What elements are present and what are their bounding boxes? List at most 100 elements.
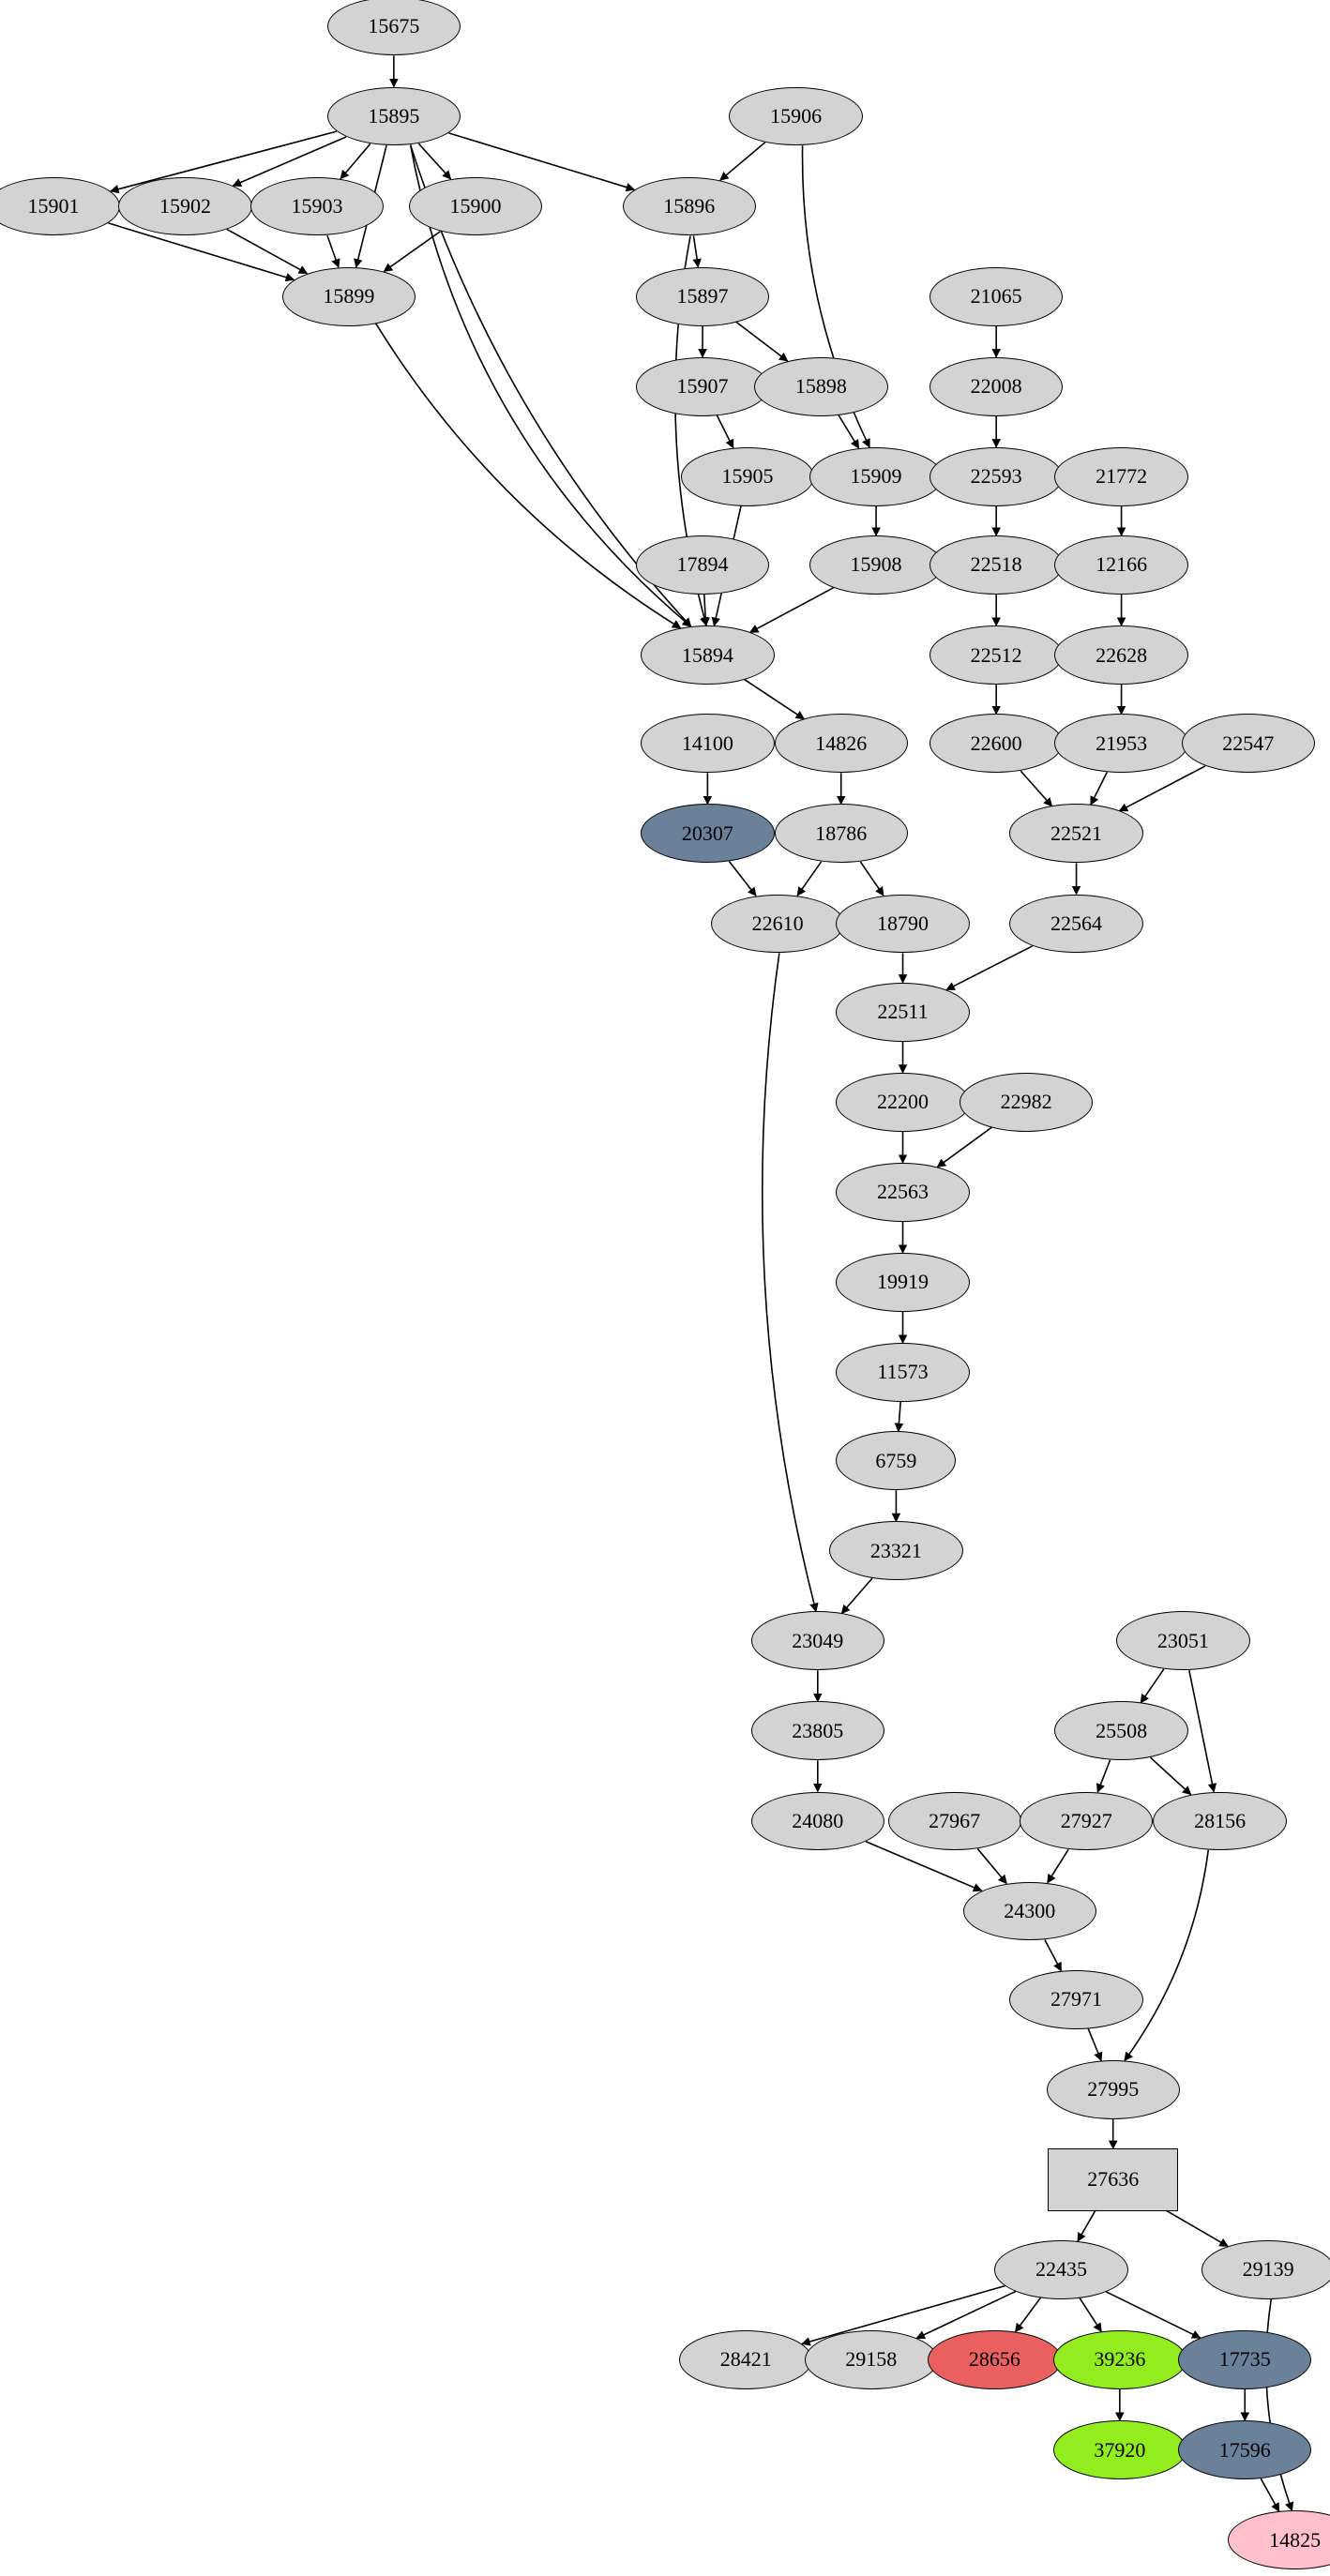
graph-node-22600[interactable]: 22600 [929, 714, 1064, 774]
graph-node-15898[interactable]: 15898 [754, 356, 888, 416]
graph-node-label: 15675 [368, 13, 420, 38]
graph-node-label: 29139 [1242, 2257, 1294, 2282]
graph-edge-25508-to-27927 [1096, 1759, 1111, 1793]
graph-node-label: 15908 [850, 552, 902, 577]
graph-node-17596[interactable]: 17596 [1178, 2420, 1312, 2479]
graph-node-22521[interactable]: 22521 [1009, 804, 1143, 864]
graph-node-27967[interactable]: 27967 [887, 1791, 1021, 1851]
graph-node-15896[interactable]: 15896 [622, 176, 756, 236]
graph-edge-18786-to-18790 [859, 861, 884, 896]
graph-node-15905[interactable]: 15905 [680, 446, 815, 506]
graph-node-22008[interactable]: 22008 [929, 356, 1064, 416]
graph-edge-15907-to-15905 [716, 414, 734, 449]
graph-edge-22435-to-28656 [1014, 2297, 1042, 2333]
graph-node-label: 17596 [1218, 2437, 1271, 2462]
graph-node-18790[interactable]: 18790 [836, 894, 970, 954]
graph-node-15897[interactable]: 15897 [635, 266, 770, 326]
graph-node-29158[interactable]: 29158 [804, 2330, 938, 2389]
graph-node-28156[interactable]: 28156 [1153, 1791, 1287, 1851]
graph-node-label: 22564 [1050, 911, 1103, 935]
graph-node-label: 22600 [970, 731, 1022, 755]
graph-node-label: 17735 [1218, 2347, 1271, 2372]
graph-edge-23051-to-25508 [1140, 1668, 1165, 1704]
graph-node-label: 22982 [1000, 1090, 1052, 1114]
graph-node-label: 19919 [877, 1270, 929, 1294]
graph-node-14100[interactable]: 14100 [641, 714, 775, 774]
graph-node-label: 15899 [323, 284, 375, 309]
graph-node-label: 22547 [1222, 731, 1275, 755]
graph-node-label: 27971 [1050, 1987, 1103, 2011]
graph-node-label: 27995 [1087, 2077, 1140, 2101]
graph-node-27636[interactable]: 27636 [1048, 2148, 1179, 2211]
graph-node-label: 15907 [676, 374, 729, 399]
graph-node-28421[interactable]: 28421 [679, 2330, 813, 2389]
graph-node-label: 22521 [1050, 821, 1103, 845]
graph-node-27995[interactable]: 27995 [1046, 2059, 1180, 2119]
graph-node-23049[interactable]: 23049 [750, 1611, 884, 1671]
graph-node-22512[interactable]: 22512 [929, 625, 1064, 685]
graph-node-14826[interactable]: 14826 [774, 714, 908, 774]
graph-edge-15895-to-15903 [340, 143, 371, 180]
graph-node-15902[interactable]: 15902 [118, 176, 252, 236]
graph-edge-15895-to-15900 [417, 143, 452, 180]
graph-node-22593[interactable]: 22593 [929, 446, 1064, 506]
graph-node-24300[interactable]: 24300 [962, 1881, 1096, 1941]
graph-node-23051[interactable]: 23051 [1116, 1611, 1250, 1671]
graph-node-22628[interactable]: 22628 [1054, 625, 1188, 685]
graph-node-15907[interactable]: 15907 [635, 356, 770, 416]
graph-node-18786[interactable]: 18786 [774, 804, 908, 864]
graph-node-39236[interactable]: 39236 [1052, 2330, 1186, 2389]
graph-node-29139[interactable]: 29139 [1202, 2239, 1330, 2299]
graph-node-22435[interactable]: 22435 [994, 2239, 1128, 2299]
graph-node-22511[interactable]: 22511 [836, 982, 970, 1042]
graph-node-23321[interactable]: 23321 [829, 1521, 963, 1581]
graph-node-15895[interactable]: 15895 [326, 86, 461, 146]
graph-node-12166[interactable]: 12166 [1054, 535, 1188, 595]
graph-node-22518[interactable]: 22518 [929, 535, 1064, 595]
graph-node-19919[interactable]: 19919 [836, 1252, 970, 1312]
graph-node-15900[interactable]: 15900 [408, 176, 543, 236]
graph-node-label: 21065 [970, 284, 1022, 309]
graph-node-24080[interactable]: 24080 [750, 1791, 884, 1851]
graph-node-17735[interactable]: 17735 [1178, 2330, 1312, 2389]
graph-node-22200[interactable]: 22200 [836, 1072, 970, 1132]
graph-node-22563[interactable]: 22563 [836, 1162, 970, 1222]
edges-group [108, 55, 1294, 2512]
graph-edge-15898-to-15909 [838, 414, 860, 449]
graph-node-21953[interactable]: 21953 [1054, 714, 1188, 774]
graph-edge-28156-to-27995 [1124, 1849, 1210, 2062]
graph-node-27971[interactable]: 27971 [1009, 1969, 1143, 2029]
graph-node-label: 15903 [291, 194, 343, 218]
graph-node-27927[interactable]: 27927 [1020, 1791, 1154, 1851]
graph-edge-15906-to-15896 [719, 142, 766, 181]
graph-node-14825[interactable]: 14825 [1228, 2510, 1330, 2569]
graph-node-15903[interactable]: 15903 [249, 176, 385, 236]
graph-node-15906[interactable]: 15906 [729, 86, 863, 146]
graph-node-21065[interactable]: 21065 [929, 266, 1064, 326]
graph-node-label: 20307 [681, 821, 733, 845]
graph-node-15908[interactable]: 15908 [809, 535, 944, 595]
graph-node-22564[interactable]: 22564 [1009, 894, 1143, 954]
graph-node-11573[interactable]: 11573 [836, 1343, 970, 1402]
graph-node-15909[interactable]: 15909 [809, 446, 944, 506]
graph-node-20307[interactable]: 20307 [641, 804, 775, 864]
graph-node-label: 15909 [850, 464, 902, 489]
graph-node-37920[interactable]: 37920 [1052, 2420, 1186, 2479]
graph-node-17894[interactable]: 17894 [635, 535, 770, 595]
graph-node-22610[interactable]: 22610 [710, 894, 845, 954]
graph-node-15894[interactable]: 15894 [641, 625, 775, 685]
graph-node-15901[interactable]: 15901 [0, 176, 121, 236]
graph-node-21772[interactable]: 21772 [1054, 446, 1188, 506]
graph-node-label: 15906 [770, 103, 823, 128]
graph-node-22547[interactable]: 22547 [1181, 714, 1315, 774]
graph-node-6759[interactable]: 6759 [836, 1431, 957, 1491]
graph-node-15899[interactable]: 15899 [281, 266, 416, 326]
graph-node-label: 22610 [751, 911, 804, 935]
graph-node-28656[interactable]: 28656 [928, 2330, 1062, 2389]
graph-edge-20307-to-22610 [728, 861, 757, 896]
graph-node-25508[interactable]: 25508 [1054, 1701, 1188, 1761]
graph-node-23805[interactable]: 23805 [750, 1701, 884, 1761]
graph-node-22982[interactable]: 22982 [960, 1072, 1094, 1132]
graph-node-15675[interactable]: 15675 [326, 0, 461, 56]
